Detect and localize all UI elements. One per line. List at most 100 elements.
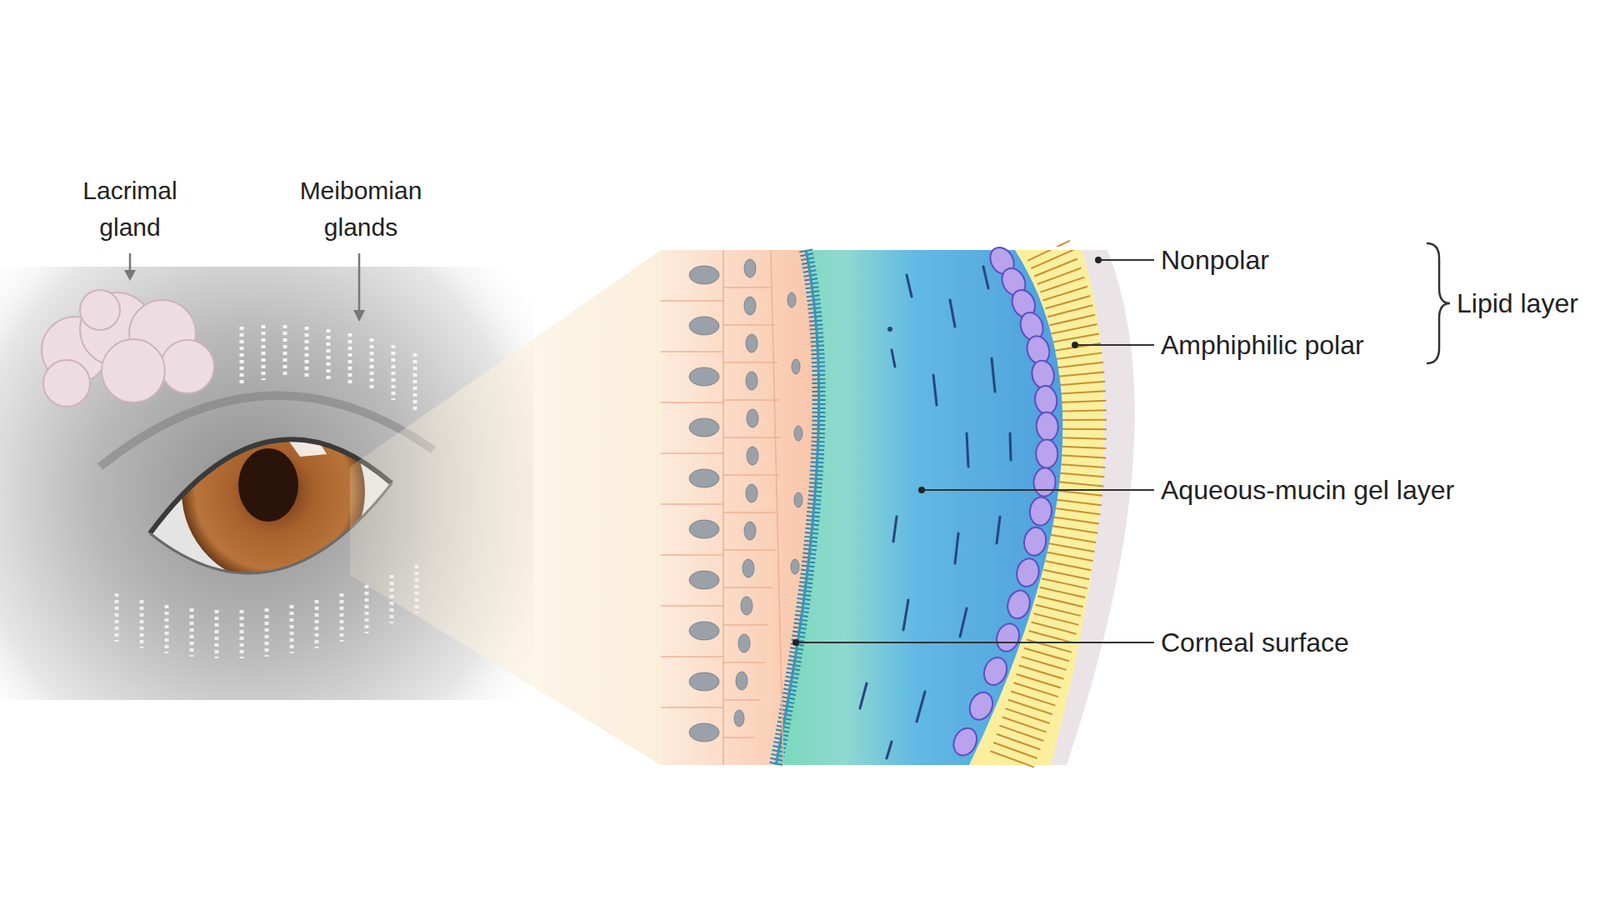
nucleus: [745, 484, 758, 503]
polar-head: [1022, 525, 1049, 558]
arrow-head: [124, 270, 136, 281]
polar-head: [1033, 467, 1056, 497]
gel-mark: [966, 433, 969, 467]
gel-mark: [955, 533, 959, 564]
nucleus: [689, 265, 720, 285]
gel-mark: [893, 516, 897, 542]
nucleus: [689, 621, 720, 640]
polar-head: [1014, 556, 1042, 590]
nucleus: [746, 409, 759, 428]
gel-dot: [887, 326, 893, 332]
nucleus: [744, 521, 756, 540]
nucleus: [742, 559, 755, 578]
nucleus: [745, 371, 758, 390]
cell-membrane: [775, 250, 820, 765]
nucleus: [740, 596, 753, 615]
leader-dot: [792, 639, 800, 646]
nonpolar-lipid-region: [660, 250, 1135, 765]
gel-mark: [891, 350, 895, 367]
lipid-bracket: [1426, 243, 1450, 364]
gland-lobe: [160, 340, 215, 394]
nucleus: [689, 469, 720, 488]
part-label: Corneal surface: [1160, 623, 1350, 662]
leader-line: [1075, 344, 1155, 346]
gland-lobe: [43, 360, 90, 407]
nucleus: [734, 710, 745, 727]
gel-mark: [950, 300, 955, 327]
part-label: Lacrimal gland: [59, 172, 201, 245]
nucleus: [689, 723, 720, 742]
leader-line: [921, 489, 1155, 491]
leader-lines: [792, 256, 1155, 646]
part-label: Aqueous-mucin gel layer: [1160, 470, 1455, 510]
gland-lobe: [101, 339, 165, 403]
polar-head: [1028, 496, 1053, 527]
nucleus: [738, 634, 750, 653]
nucleus: [689, 316, 720, 335]
nucleus: [745, 334, 758, 353]
leader-dot: [918, 486, 925, 494]
lacrimal-gland: [41, 290, 215, 407]
polar-head: [949, 724, 981, 760]
gel-mark: [916, 691, 925, 722]
lipid-polar-heads: [949, 243, 1060, 760]
meibomian-glands-upper: [241, 325, 415, 410]
zoom-cone: [350, 250, 661, 765]
nucleus: [794, 425, 803, 441]
gel-mark: [991, 358, 995, 392]
nuclei: [689, 259, 803, 742]
polar-head: [965, 689, 997, 724]
pointer-arrow: [358, 253, 361, 312]
pointer-arrow: [129, 253, 132, 272]
leader-dot: [1095, 256, 1102, 264]
leader-line: [795, 641, 1155, 644]
iris-group: [181, 400, 365, 584]
leader-dot: [1071, 341, 1079, 349]
nucleus: [689, 520, 720, 539]
polar-head: [1035, 439, 1059, 468]
part-label: Lipid layer: [1456, 284, 1579, 323]
iris: [181, 400, 365, 584]
gel-mark: [996, 516, 1000, 544]
part-label: Nonpolar: [1160, 240, 1270, 280]
nucleus: [689, 570, 720, 590]
nucleus: [791, 359, 800, 375]
polar-head: [993, 620, 1023, 655]
nucleus: [746, 446, 759, 465]
polar-lipid-region: [660, 250, 1105, 765]
polar-head: [1033, 384, 1059, 415]
gel-marks: [860, 266, 1011, 759]
polar-head: [1005, 588, 1034, 622]
leader-line: [1098, 259, 1155, 261]
part-label: Meibomian glands: [285, 172, 436, 245]
gel-mark: [1010, 433, 1011, 460]
nucleus: [735, 671, 748, 690]
part-label: Amphiphilic polar: [1160, 325, 1365, 365]
aqueous-mucin-region: [660, 250, 1063, 765]
nucleus: [744, 296, 756, 315]
nucleus: [787, 292, 796, 308]
gel-mark: [860, 683, 867, 709]
nucleus: [689, 672, 720, 691]
cut-edge: [660, 246, 1082, 250]
nucleus: [790, 559, 800, 575]
gel-mark: [983, 266, 989, 289]
microvilli-fringe: [775, 250, 820, 765]
nucleus: [744, 259, 756, 278]
gland-lobe: [80, 290, 120, 330]
nucleus: [689, 418, 720, 437]
polar-head: [980, 654, 1010, 689]
arrow-head: [353, 310, 365, 322]
nucleus: [794, 492, 803, 508]
corneal-epithelium: [660, 250, 820, 765]
gel-mark: [933, 375, 937, 405]
gel-mark: [903, 600, 909, 630]
nucleus: [689, 367, 720, 386]
gel-mark: [906, 275, 912, 297]
gel-mark: [960, 608, 967, 637]
cell-borders: [660, 250, 784, 765]
polar-head: [1035, 411, 1060, 442]
pupil: [238, 448, 299, 522]
gel-mark: [886, 741, 892, 759]
